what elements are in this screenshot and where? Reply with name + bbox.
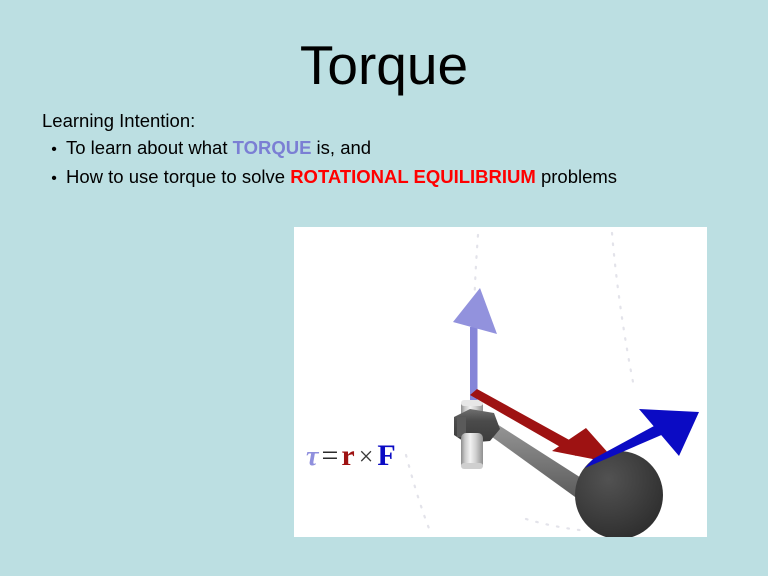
bullet-1-highlight: TORQUE bbox=[232, 137, 312, 158]
bullet-icon: • bbox=[51, 141, 57, 158]
f-symbol: F bbox=[377, 439, 396, 472]
tau-symbol: τ bbox=[306, 441, 319, 472]
pivot-axle-lower bbox=[461, 433, 483, 469]
bullet-1-after: is, and bbox=[311, 137, 372, 158]
bullet-2-before: How to use torque to solve bbox=[66, 166, 291, 187]
bullet-2-highlight: ROTATIONAL EQUILIBRIUM bbox=[290, 166, 536, 187]
bullet-icon: • bbox=[51, 170, 57, 187]
list-item: • To learn about what TORQUE is, and bbox=[42, 134, 732, 163]
bullet-text-2: How to use torque to solve ROTATIONAL EQ… bbox=[66, 163, 732, 190]
bullet-1-before: To learn about what bbox=[66, 137, 233, 158]
torque-formula: τ=r×F bbox=[306, 439, 396, 474]
r-symbol: r bbox=[341, 439, 355, 472]
mass-ball bbox=[575, 451, 663, 537]
torque-vector-arrow bbox=[453, 288, 497, 401]
torque-diagram-image: τ=r×F bbox=[294, 227, 707, 537]
bullet-text-1: To learn about what TORQUE is, and bbox=[66, 134, 732, 161]
torque-diagram-svg bbox=[404, 231, 699, 537]
learning-intention-label: Learning Intention: bbox=[42, 110, 196, 131]
page-title: Torque bbox=[299, 34, 469, 96]
learning-intention-block: Learning Intention: • To learn about wha… bbox=[42, 108, 732, 192]
bullet-2-after: problems bbox=[535, 166, 618, 187]
force-vector-arrow bbox=[585, 409, 699, 468]
equals-symbol: = bbox=[321, 439, 339, 472]
cross-symbol: × bbox=[358, 442, 374, 471]
list-item: • How to use torque to solve ROTATIONAL … bbox=[42, 163, 732, 192]
